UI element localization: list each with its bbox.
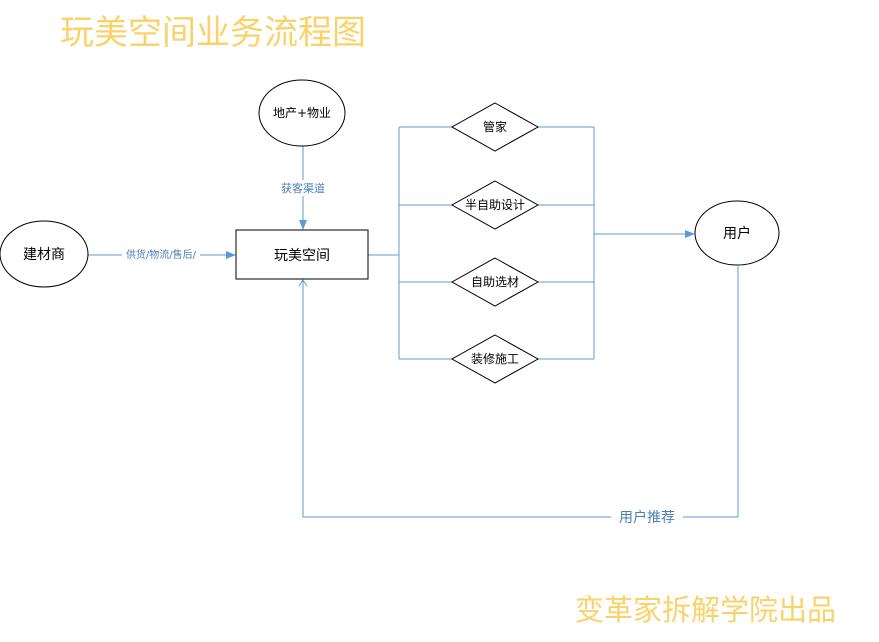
- edge-label-user-referral: 用户推荐: [619, 509, 675, 526]
- node-housekeeper-shape: [450, 102, 540, 152]
- diagram-title: 玩美空间业务流程图: [60, 13, 366, 53]
- node-construction-shape: [450, 334, 540, 384]
- node-platform-shape: [235, 229, 369, 280]
- node-supplier-label: 建材商: [23, 247, 65, 263]
- node-platform-label: 玩美空间: [274, 248, 330, 264]
- node-supplier-shape: [0, 220, 89, 288]
- node-semi-design-label: 半自助设计: [465, 198, 525, 212]
- node-developer-shape: [258, 79, 346, 147]
- node-self-select-label: 自助选材: [471, 275, 519, 289]
- edge-label-acquisition-channel: 获客渠道: [281, 181, 325, 195]
- node-construction-label: 装修施工: [471, 351, 519, 366]
- node-semi-design-shape: [450, 180, 540, 230]
- node-self-select-shape: [450, 257, 540, 307]
- node-user-label: 用户: [723, 225, 751, 242]
- node-user-shape: [694, 200, 780, 266]
- footer-credit: 变革家拆解学院出品: [575, 593, 836, 627]
- node-housekeeper-label: 管家: [483, 119, 507, 134]
- edge-user-referral-loop: [303, 266, 739, 518]
- node-developer-label: 地产+物业: [273, 106, 331, 120]
- edge-label-supply-logistics: 供货/物流/售后/: [126, 248, 197, 261]
